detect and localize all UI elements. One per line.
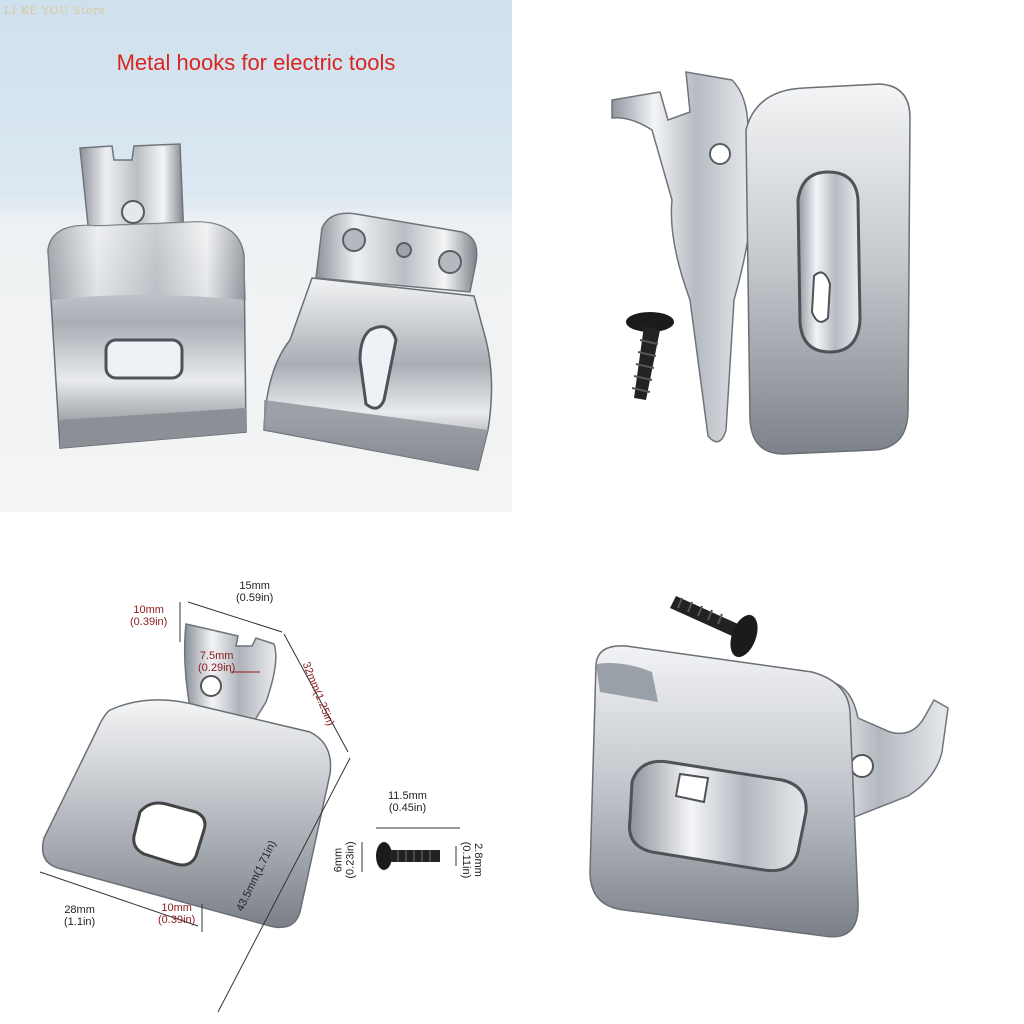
- hook-drawing: [41, 623, 332, 929]
- two-hooks-illustration: [47, 143, 493, 471]
- screw: [670, 596, 758, 658]
- dim-hole-distance: 7.5mm(0.29in): [198, 650, 236, 674]
- hook-back-tab: [611, 71, 753, 443]
- dimension-illustration: [39, 601, 460, 1013]
- right-hook: [263, 212, 493, 471]
- dimension-diagram: 15mm(0.59in) 10mm(0.39in) 7.5mm(0.29in) …: [0, 512, 512, 1024]
- dim-tab-height: 10mm(0.39in): [130, 604, 168, 628]
- hook-screw-illustration: [611, 71, 911, 455]
- hook-front-plate: [745, 83, 911, 455]
- product-headline: Metal hooks for electric tools: [116, 50, 396, 75]
- hook-front-plate: [589, 645, 859, 938]
- dim-base-width: 28mm(1.1in): [64, 904, 96, 928]
- left-hook: [47, 143, 247, 449]
- hook-rear-illustration: [589, 596, 949, 938]
- product-photo-hook-with-screw: [512, 0, 1024, 512]
- dim-screw-head: 6mm(0.23in): [332, 841, 357, 879]
- dim-bottom-height: 10mm(0.39in): [158, 902, 196, 926]
- screw: [626, 312, 674, 400]
- product-photo-two-hooks: LI KE YOU Store Metal hooks for electric…: [0, 0, 512, 512]
- screw-drawing: [376, 842, 440, 870]
- product-photo-hook-rear: [512, 512, 1024, 1024]
- dim-screw-length: 11.5mm(0.45in): [388, 790, 427, 814]
- dimension-lines: [39, 601, 460, 1013]
- dim-screw-shaft: 2.8mm(0.11in): [460, 841, 485, 879]
- store-watermark: LI KE YOU Store: [4, 4, 106, 17]
- dim-hook-width: 15mm(0.59in): [236, 580, 274, 604]
